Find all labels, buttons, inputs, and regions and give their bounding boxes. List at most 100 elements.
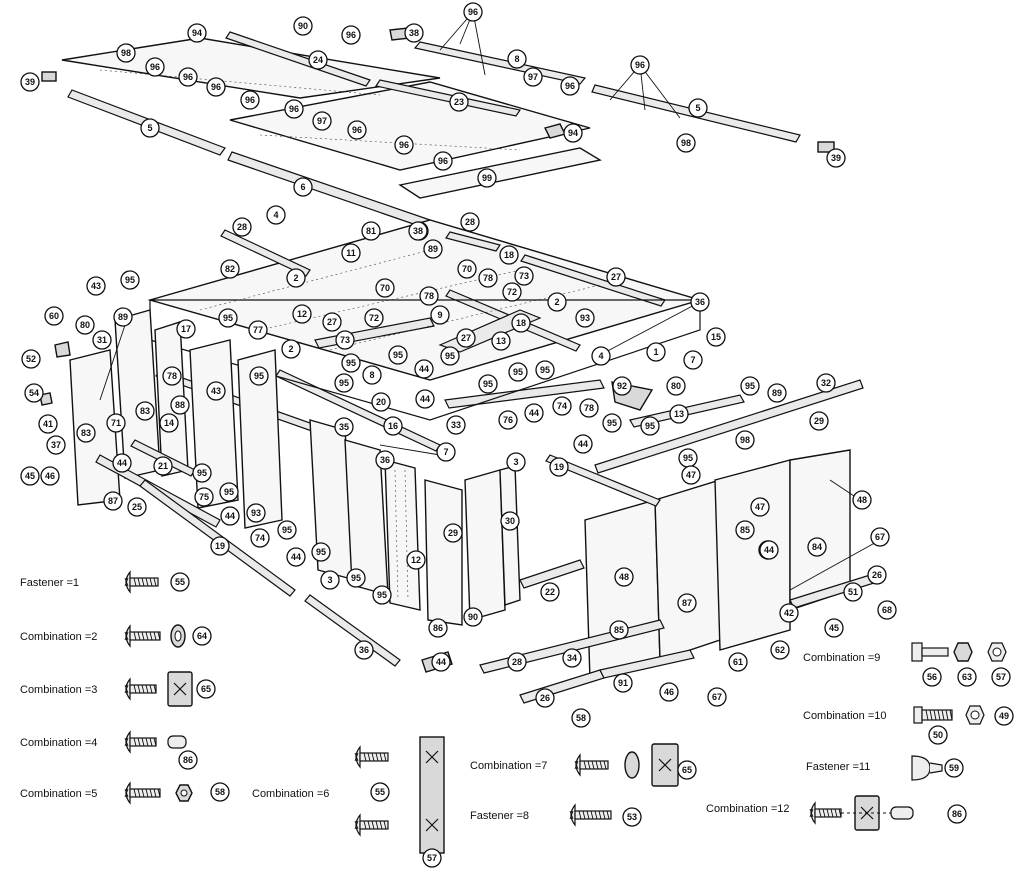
callout-number: 97 [528, 72, 538, 82]
callout-58: 58 [571, 708, 591, 728]
callout-42: 42 [779, 603, 799, 623]
callout-74: 74 [552, 396, 572, 416]
legend-callout-50: 50 [928, 725, 948, 745]
callout-6: 6 [293, 177, 313, 197]
callout-24: 24 [308, 50, 328, 70]
callout-number: 14 [164, 418, 174, 428]
callout-97: 97 [312, 111, 332, 131]
callout-47: 47 [750, 497, 770, 517]
callout-95: 95 [740, 376, 760, 396]
callout-number: 72 [369, 313, 379, 323]
callout-number: 95 [339, 378, 349, 388]
callout-number: 44 [436, 657, 446, 667]
callout-3: 3 [506, 452, 526, 472]
callout-96: 96 [178, 67, 198, 87]
callout-8: 8 [507, 49, 527, 69]
callout-96: 96 [433, 151, 453, 171]
callout-number: 63 [962, 672, 972, 682]
callout-9: 9 [430, 305, 450, 325]
callout-19: 19 [210, 536, 230, 556]
callout-41: 41 [38, 414, 58, 434]
callout-number: 25 [132, 502, 142, 512]
callout-number: 96 [565, 81, 575, 91]
callout-43: 43 [206, 381, 226, 401]
callout-number: 85 [740, 525, 750, 535]
callout-number: 87 [682, 598, 692, 608]
callout-27: 27 [456, 328, 476, 348]
callout-95: 95 [334, 373, 354, 393]
callout-94: 94 [563, 123, 583, 143]
callout-number: 98 [121, 48, 131, 58]
callout-number: 3 [327, 575, 332, 585]
callout-68: 68 [877, 600, 897, 620]
callout-29: 29 [809, 411, 829, 431]
callout-44: 44 [759, 540, 779, 560]
callout-number: 86 [952, 809, 962, 819]
callout-96: 96 [630, 55, 650, 75]
callout-number: 53 [627, 812, 637, 822]
callout-number: 28 [512, 657, 522, 667]
callout-27: 27 [322, 312, 342, 332]
callout-number: 80 [80, 320, 90, 330]
callout-44: 44 [220, 506, 240, 526]
callout-67: 67 [870, 527, 890, 547]
callout-47: 47 [681, 465, 701, 485]
callout-99: 99 [477, 168, 497, 188]
callout-number: 74 [255, 533, 265, 543]
legend-label: Combination =7 [470, 760, 547, 772]
rail-36-mid [275, 369, 441, 452]
callout-52: 52 [21, 349, 41, 369]
callout-number: 60 [49, 311, 59, 321]
callout-15: 15 [706, 327, 726, 347]
callout-26: 26 [867, 565, 887, 585]
callout-number: 98 [740, 435, 750, 445]
callout-16: 16 [383, 416, 403, 436]
callout-number: 77 [253, 325, 263, 335]
callout-number: 62 [775, 645, 785, 655]
callout-number: 70 [380, 283, 390, 293]
callout-36: 36 [375, 450, 395, 470]
legend-label: Combination =10 [803, 710, 886, 722]
callout-number: 64 [197, 631, 207, 641]
callout-number: 36 [695, 297, 705, 307]
callout-74: 74 [250, 528, 270, 548]
callout-89: 89 [113, 307, 133, 327]
callout-number: 55 [375, 787, 385, 797]
panel-29 [424, 479, 463, 626]
callout-27: 27 [606, 267, 626, 287]
rail-91 [599, 649, 695, 679]
callout-number: 4 [598, 351, 603, 361]
callout-number: 46 [664, 687, 674, 697]
callout-93: 93 [575, 308, 595, 328]
callout-37: 37 [46, 435, 66, 455]
callout-44: 44 [524, 403, 544, 423]
callout-number: 51 [848, 587, 858, 597]
callout-77: 77 [248, 320, 268, 340]
callout-number: 90 [468, 612, 478, 622]
end-cap-39-left [41, 71, 57, 82]
callout-95: 95 [219, 482, 239, 502]
callout-number: 44 [420, 394, 430, 404]
callout-number: 45 [829, 623, 839, 633]
legend-label: Combination =3 [20, 684, 97, 696]
callout-number: 7 [443, 447, 448, 457]
callout-8: 8 [362, 365, 382, 385]
callout-4: 4 [266, 205, 286, 225]
callout-number: 23 [454, 97, 464, 107]
callout-number: 71 [111, 418, 121, 428]
callout-number: 92 [617, 381, 627, 391]
callout-number: 95 [224, 487, 234, 497]
rail-28-right [445, 231, 501, 252]
callout-95: 95 [535, 360, 555, 380]
callout-number: 48 [619, 572, 629, 582]
callout-97: 97 [523, 67, 543, 87]
legend-label: Combination =6 [252, 788, 329, 800]
callout-95: 95 [388, 345, 408, 365]
legend-callout-86: 86 [947, 804, 967, 824]
callout-number: 95 [125, 275, 135, 285]
legend-callout-57: 57 [422, 848, 442, 868]
callout-number: 50 [933, 730, 943, 740]
